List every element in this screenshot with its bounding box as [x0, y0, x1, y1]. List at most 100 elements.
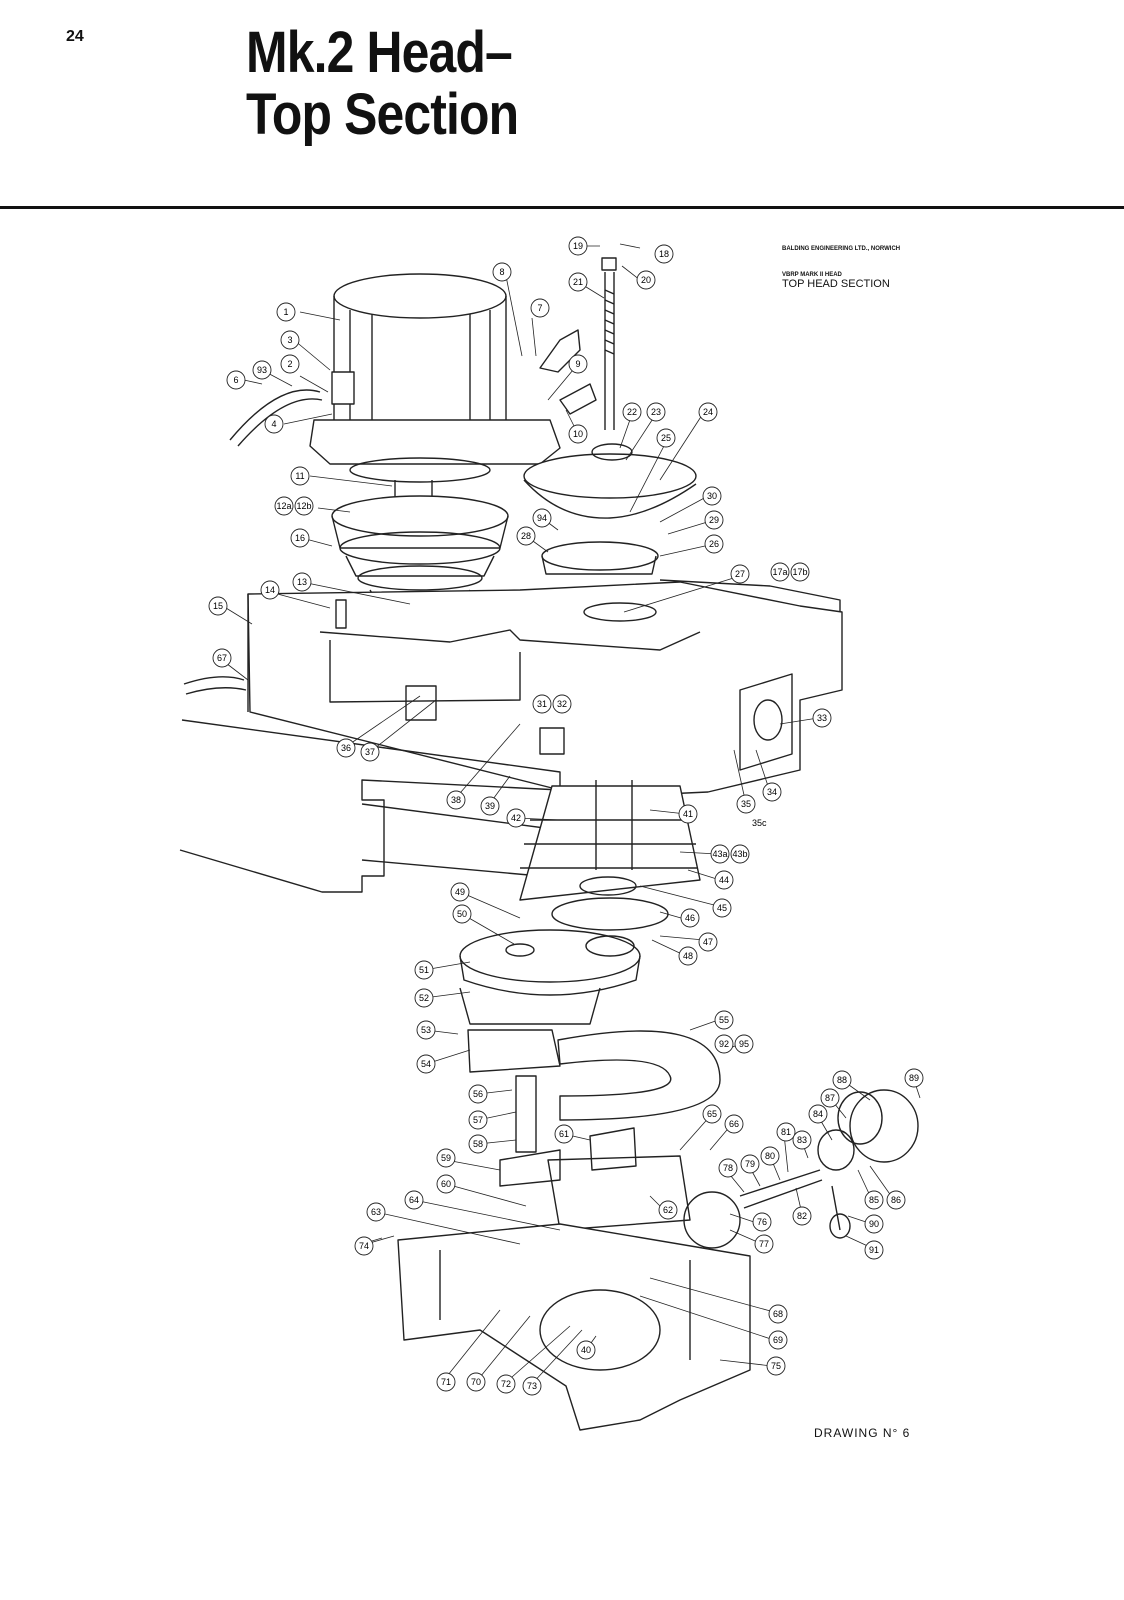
callout-label: 57: [473, 1115, 483, 1125]
callout-95: 95: [734, 1034, 754, 1054]
callout-bubble: [904, 1068, 924, 1088]
c-plate: [557, 1030, 721, 1121]
callout-label: 62: [663, 1205, 673, 1215]
callout-label: 40: [581, 1345, 591, 1355]
callout-label: 44: [719, 875, 729, 885]
callout-label: 43b: [732, 849, 747, 859]
callout-label: 23: [651, 407, 661, 417]
clamp-knob: [539, 329, 581, 373]
callout-43b: 43b: [730, 844, 750, 864]
callout-bubble: [820, 1088, 840, 1108]
callout-label: 82: [797, 1211, 807, 1221]
callout-17b: 17b: [790, 562, 810, 582]
callout-label: 8: [499, 267, 504, 277]
callout-label: 74: [359, 1241, 369, 1251]
callout-26: 26: [704, 534, 724, 554]
callout-label: 47: [703, 937, 713, 947]
callout-bubble: [354, 1236, 374, 1256]
callout-18: 18: [654, 244, 674, 264]
callout-label: 28: [521, 531, 531, 541]
callout-label: 67: [217, 653, 227, 663]
ring: [579, 876, 637, 896]
callout-bubble: [226, 370, 246, 390]
callout-bubble: [468, 1084, 488, 1104]
callout-94: 94: [532, 508, 552, 528]
callout-label: 12a: [276, 501, 291, 511]
callout-bubble: [532, 508, 552, 528]
callout-label: 76: [757, 1217, 767, 1227]
callout-bubble: [576, 1340, 596, 1360]
callout-bubble: [792, 1130, 812, 1150]
callout-23: 23: [646, 402, 666, 422]
callout-label: 3: [287, 335, 292, 345]
callout-bubble: [506, 808, 526, 828]
pulley: [331, 495, 509, 607]
callout-7: 7: [530, 298, 550, 318]
callout-bubble: [568, 236, 588, 256]
callout-bubble: [436, 1148, 456, 1168]
callout-bubble: [710, 844, 730, 864]
callout-bubble: [522, 1376, 542, 1396]
callout-bubble: [290, 466, 310, 486]
clamp-knob-lower: [559, 383, 597, 415]
page-title: Mk.2 Head– Top Section: [246, 22, 519, 147]
callout-label: 14: [265, 585, 275, 595]
callout-bubble: [678, 946, 698, 966]
callout-label: 32: [557, 699, 567, 709]
callout-bubble: [480, 796, 500, 816]
callout-12a: 12a: [274, 496, 294, 516]
callout-bubble: [366, 1202, 386, 1222]
callout-93: 93: [252, 360, 272, 380]
callout-bubble: [414, 988, 434, 1008]
callout-label: 93: [257, 365, 267, 375]
callout-label: 60: [441, 1179, 451, 1189]
callout-label: 19: [573, 241, 583, 251]
callout-label: 92: [719, 1039, 729, 1049]
callout-2: 2: [280, 354, 300, 374]
callout-label: 27: [735, 569, 745, 579]
callout-15: 15: [208, 596, 228, 616]
callout-43a: 43a: [710, 844, 730, 864]
callout-81: 81: [776, 1122, 796, 1142]
callout-86: 86: [886, 1190, 906, 1210]
title-line-2: Top Section: [246, 82, 519, 147]
callout-bubble: [740, 1154, 760, 1174]
callout-label: 38: [451, 795, 461, 805]
callout-label: 78: [723, 1163, 733, 1173]
callout-label: 86: [891, 1195, 901, 1205]
callout-bubble: [714, 870, 734, 890]
callout-label: 94: [537, 513, 547, 523]
callout-bubble: [712, 898, 732, 918]
callout-bubble: [724, 1114, 744, 1134]
callout-35c-label: 35c: [752, 818, 767, 828]
callout-label: 17b: [792, 567, 807, 577]
callout-label: 50: [457, 909, 467, 919]
callout-label: 20: [641, 275, 651, 285]
base-housing: [397, 1223, 751, 1431]
arm: [179, 676, 561, 893]
callout-label: 45: [717, 903, 727, 913]
callout-3: 3: [280, 330, 300, 350]
drawing-title-block: VBRP MARK II HEAD TOP HEAD SECTION: [782, 272, 890, 290]
callout-25: 25: [656, 428, 676, 448]
callout-50: 50: [452, 904, 472, 924]
callout-label: 69: [773, 1335, 783, 1345]
callout-77: 77: [754, 1234, 774, 1254]
callout-14: 14: [260, 580, 280, 600]
callout-label: 36: [341, 743, 351, 753]
callout-54: 54: [416, 1054, 436, 1074]
callout-64: 64: [404, 1190, 424, 1210]
callout-bubble: [654, 244, 674, 264]
callout-label: 85: [869, 1195, 879, 1205]
callout-bubble: [832, 1070, 852, 1090]
callout-bubble: [714, 1034, 734, 1054]
callout-72: 72: [496, 1374, 516, 1394]
callout-4: 4: [264, 414, 284, 434]
callout-label: 29: [709, 515, 719, 525]
callout-bubble: [436, 1372, 456, 1392]
drawing-subtitle: VBRP MARK II HEAD: [782, 272, 842, 278]
callout-label: 75: [771, 1361, 781, 1371]
callout-41: 41: [678, 804, 698, 824]
callout-label: 15: [213, 601, 223, 611]
